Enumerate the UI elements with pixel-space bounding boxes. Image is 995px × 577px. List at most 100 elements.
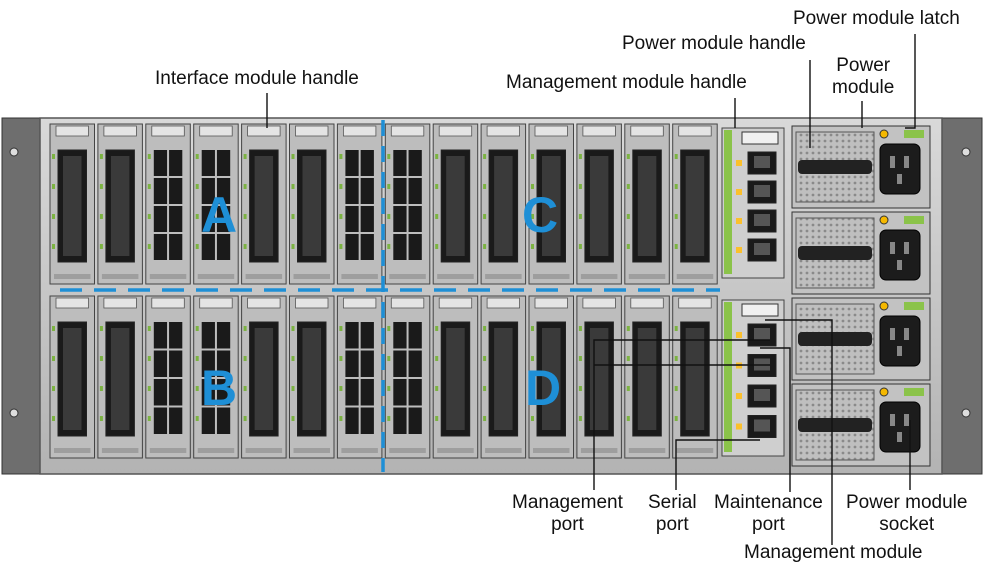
interface-module xyxy=(528,295,574,459)
cage-port-inner xyxy=(302,156,321,256)
socket-pin xyxy=(890,414,895,426)
status-led xyxy=(99,356,103,361)
status-led xyxy=(99,416,103,421)
interface-module xyxy=(241,295,287,459)
leader-power-module-latch xyxy=(905,34,916,129)
interface-module-handle xyxy=(534,297,568,309)
cage-port-inner xyxy=(589,328,609,430)
socket-pin xyxy=(897,346,902,356)
status-led xyxy=(531,154,534,159)
interface-module-handle xyxy=(678,125,712,137)
status-led xyxy=(387,244,391,249)
status-led xyxy=(291,386,295,391)
sfp-port xyxy=(345,178,359,204)
power-module-latch xyxy=(904,302,924,310)
label-serial-port-line2: port xyxy=(655,514,689,535)
status-led xyxy=(531,214,534,219)
sfp-port xyxy=(393,322,407,349)
status-led xyxy=(99,214,103,219)
status-led xyxy=(387,184,391,189)
module-latch xyxy=(197,448,235,453)
status-led xyxy=(626,386,630,391)
cage-port-inner xyxy=(254,156,274,256)
screw-icon xyxy=(9,147,19,157)
module-panel xyxy=(145,295,191,459)
module-latch xyxy=(293,448,330,453)
interface-module-handle xyxy=(486,297,521,309)
status-led xyxy=(195,386,199,391)
port-led xyxy=(736,218,742,224)
module-panel xyxy=(336,123,383,285)
module-panel xyxy=(145,123,191,285)
interface-module-handle xyxy=(247,297,281,309)
interface-module-handle xyxy=(438,297,473,309)
module-latch xyxy=(676,274,714,279)
module-panel xyxy=(336,295,383,459)
sfp-port xyxy=(169,379,183,406)
module-panel xyxy=(193,295,239,459)
cage-port-inner xyxy=(637,156,657,256)
label-power-module: Power module xyxy=(832,55,894,99)
status-led xyxy=(531,416,534,421)
interface-module xyxy=(49,295,95,459)
status-led xyxy=(52,184,55,189)
rj45-port-inner xyxy=(754,214,770,226)
screw-icon xyxy=(961,147,971,157)
status-led xyxy=(674,416,678,421)
port-led xyxy=(736,189,742,195)
power-module-latch xyxy=(904,388,924,396)
status-led xyxy=(99,244,103,249)
sfp-port xyxy=(169,234,183,260)
latch-knob-icon xyxy=(879,215,889,225)
status-led xyxy=(291,184,295,189)
interface-module xyxy=(193,295,239,459)
interface-module-handle xyxy=(55,297,89,309)
status-led xyxy=(52,244,55,249)
interface-module-handle xyxy=(630,297,664,309)
status-led xyxy=(195,184,199,189)
status-led xyxy=(147,214,151,219)
sfp-port xyxy=(360,150,374,176)
interface-module-handle xyxy=(295,297,329,309)
status-led xyxy=(674,184,678,189)
interface-module-handle xyxy=(486,125,521,137)
rj45-port-inner xyxy=(754,389,770,401)
interface-module-handle xyxy=(390,297,425,309)
module-latch xyxy=(628,448,666,453)
sfp-port xyxy=(360,379,374,406)
module-latch xyxy=(245,448,283,453)
rj45-port-inner xyxy=(754,243,770,255)
status-led xyxy=(339,326,343,331)
power-module xyxy=(791,125,931,209)
sfp-port xyxy=(169,150,183,176)
module-latch xyxy=(197,274,235,279)
sfp-port xyxy=(153,150,168,176)
status-led xyxy=(339,386,343,391)
status-led xyxy=(626,416,630,421)
rj45-port-inner xyxy=(754,328,770,340)
cage-port-inner xyxy=(302,328,321,430)
status-led xyxy=(435,386,439,391)
module-latch xyxy=(293,274,330,279)
status-led xyxy=(531,386,534,391)
status-led xyxy=(531,326,534,331)
left-mounting-ear xyxy=(1,117,41,475)
leader-serial-port xyxy=(675,439,760,490)
socket-pin xyxy=(890,242,895,254)
sfp-port xyxy=(345,150,359,176)
rj45-port-inner xyxy=(754,185,770,197)
interface-module-handle xyxy=(342,125,377,137)
label-management-port-line1: Management xyxy=(512,492,623,513)
interface-module xyxy=(384,123,431,285)
status-led xyxy=(243,326,247,331)
module-latch xyxy=(389,448,426,453)
interface-module-handle xyxy=(103,297,137,309)
label-serial-port-line1: Serial xyxy=(648,492,697,513)
power-module-handle xyxy=(798,160,872,174)
status-led xyxy=(147,326,151,331)
power-module-handle xyxy=(798,246,872,260)
interface-module xyxy=(336,295,383,459)
interface-module xyxy=(241,123,287,285)
label-management-module: Management module xyxy=(744,542,923,563)
status-led xyxy=(435,326,439,331)
